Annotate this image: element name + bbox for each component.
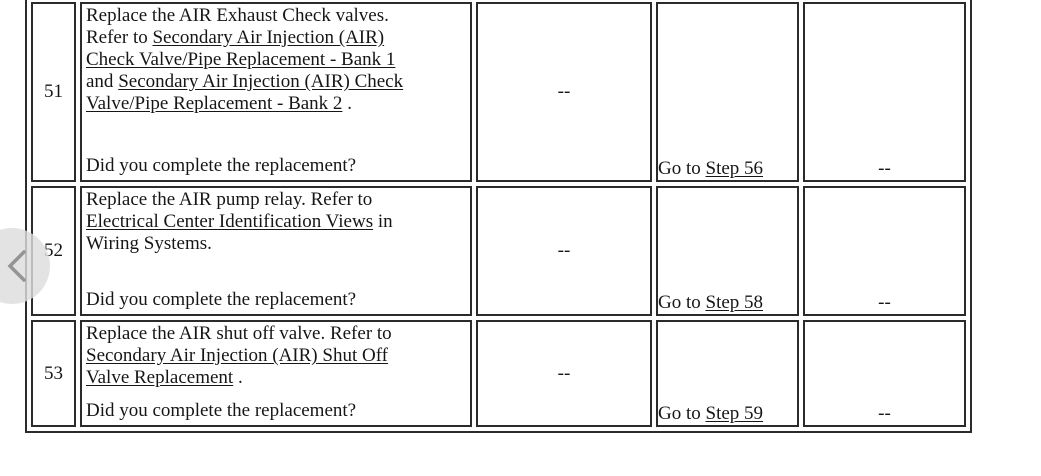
action-instruction: Replace the AIR shut off valve. Refer to… bbox=[86, 323, 466, 389]
action-line: and Secondary Air Injection (AIR) Check bbox=[86, 71, 466, 93]
action-question: Did you complete the replacement? bbox=[86, 155, 357, 176]
action-line: Replace the AIR pump relay. Refer to bbox=[86, 189, 466, 211]
step-number-cell: 51 bbox=[31, 2, 76, 182]
action-line: Replace the AIR Exhaust Check valves. bbox=[86, 5, 466, 27]
text-segment: Replace the AIR pump relay. Refer to bbox=[86, 189, 373, 210]
action-instruction: Replace the AIR Exhaust Check valves.Ref… bbox=[86, 5, 466, 115]
text-segment: Go to bbox=[658, 158, 706, 179]
doc-link[interactable]: Secondary Air Injection (AIR) Shut Off bbox=[86, 345, 389, 366]
doc-link[interactable]: Step 59 bbox=[705, 403, 764, 424]
doc-link[interactable]: Step 56 bbox=[705, 158, 764, 179]
value-cell: -- bbox=[476, 2, 652, 182]
text-segment: . bbox=[233, 367, 243, 388]
value-cell: -- bbox=[476, 186, 652, 316]
no-cell: -- bbox=[803, 320, 966, 427]
action-line: Valve/Pipe Replacement - Bank 2 . bbox=[86, 93, 466, 115]
yes-cell: Go to Step 59 bbox=[656, 320, 799, 427]
yes-cell: Go to Step 58 bbox=[656, 186, 799, 316]
text-segment: Wiring Systems. bbox=[86, 233, 212, 254]
doc-link[interactable]: Step 58 bbox=[705, 292, 764, 313]
action-line: Electrical Center Identification Views i… bbox=[86, 211, 466, 233]
action-question: Did you complete the replacement? bbox=[86, 289, 357, 310]
text-segment: Go to bbox=[658, 403, 706, 424]
no-cell: -- bbox=[803, 2, 966, 182]
action-line: Refer to Secondary Air Injection (AIR) bbox=[86, 27, 466, 49]
text-segment: Go to bbox=[658, 292, 706, 313]
doc-link[interactable]: Check Valve/Pipe Replacement - Bank 1 bbox=[86, 49, 396, 70]
action-question: Did you complete the replacement? bbox=[86, 400, 357, 421]
action-line: Valve Replacement . bbox=[86, 367, 466, 389]
step-number-cell: 53 bbox=[31, 320, 76, 427]
action-line: Wiring Systems. bbox=[86, 233, 466, 255]
text-segment: Replace the AIR Exhaust Check valves. bbox=[86, 5, 389, 26]
doc-link[interactable]: Secondary Air Injection (AIR) bbox=[152, 27, 385, 48]
no-cell: -- bbox=[803, 186, 966, 316]
action-line: Check Valve/Pipe Replacement - Bank 1 bbox=[86, 49, 466, 71]
text-segment: . bbox=[342, 93, 352, 114]
action-line: Secondary Air Injection (AIR) Shut Off bbox=[86, 345, 466, 367]
text-segment: and bbox=[86, 71, 119, 92]
action-cell: Replace the AIR Exhaust Check valves.Ref… bbox=[80, 2, 472, 182]
text-segment: Refer to bbox=[86, 27, 153, 48]
doc-link[interactable]: Secondary Air Injection (AIR) Check bbox=[118, 71, 404, 92]
previous-button[interactable] bbox=[0, 228, 50, 304]
doc-link[interactable]: Electrical Center Identification Views bbox=[86, 211, 374, 232]
chevron-left-icon bbox=[7, 250, 26, 282]
action-cell: Replace the AIR shut off valve. Refer to… bbox=[80, 320, 472, 427]
action-text: Replace the AIR Exhaust Check valves.Ref… bbox=[82, 4, 470, 179]
action-line: Replace the AIR shut off valve. Refer to bbox=[86, 323, 466, 345]
value-cell: -- bbox=[476, 320, 652, 427]
text-segment: Replace the AIR shut off valve. Refer to bbox=[86, 323, 392, 344]
text-segment: in bbox=[373, 211, 393, 232]
doc-link[interactable]: Valve Replacement bbox=[86, 367, 234, 388]
action-text: Replace the AIR shut off valve. Refer to… bbox=[82, 322, 470, 424]
yes-cell: Go to Step 56 bbox=[656, 2, 799, 182]
doc-link[interactable]: Valve/Pipe Replacement - Bank 2 bbox=[86, 93, 343, 114]
